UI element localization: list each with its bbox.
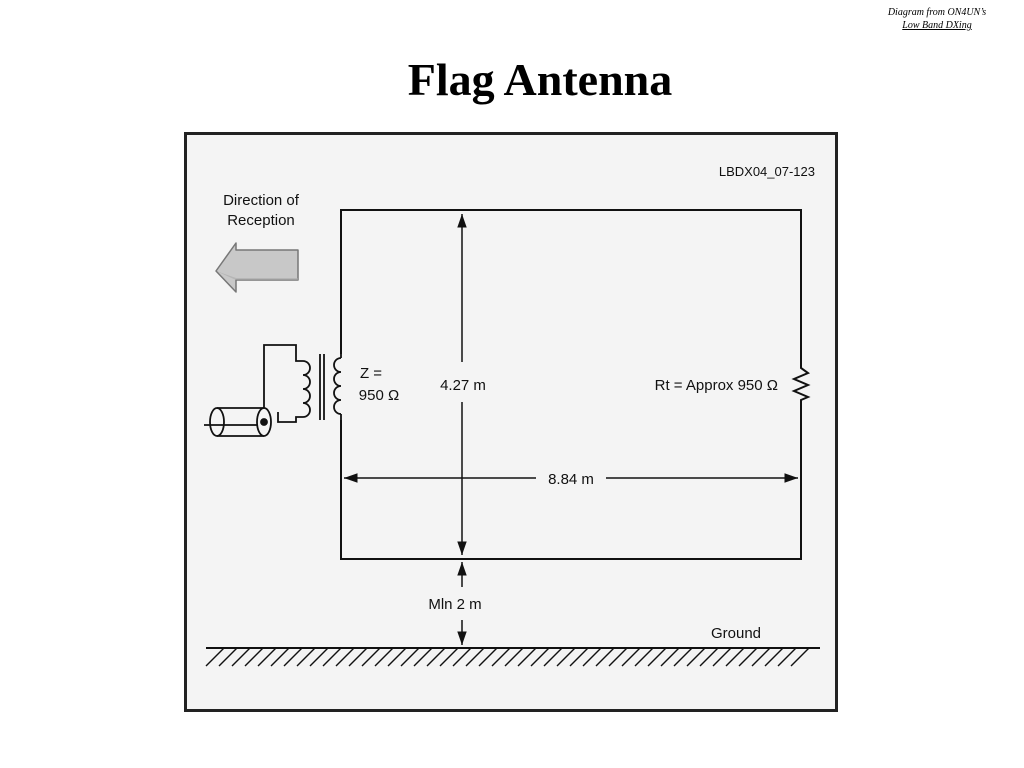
ground-hatch-mark bbox=[465, 647, 485, 667]
ground-hatch-mark bbox=[335, 647, 355, 667]
figure-id: LBDX04_07-123 bbox=[719, 164, 815, 179]
ground-hatch-mark bbox=[738, 647, 758, 667]
ground-hatch-mark bbox=[699, 647, 719, 667]
termination-resistor-icon bbox=[791, 364, 811, 404]
feed-transformer-icon bbox=[263, 344, 342, 423]
ground-hatch-mark bbox=[231, 647, 251, 667]
impedance-label-line-2: 950 Ω bbox=[359, 387, 399, 404]
ground-hatch-mark bbox=[452, 647, 472, 667]
direction-label-line-1: Direction of bbox=[223, 192, 300, 209]
ground-hatch-mark bbox=[413, 647, 433, 667]
ground-hatch-mark bbox=[621, 647, 641, 667]
ground-hatch-mark bbox=[270, 647, 290, 667]
ground-hatch-mark bbox=[504, 647, 524, 667]
flag-antenna-diagram: LBDX04_07-123 Direction of Reception Rt … bbox=[184, 132, 838, 712]
coax-cable-icon bbox=[204, 407, 272, 437]
ground-hatch-mark bbox=[777, 647, 797, 667]
ground-hatch-mark bbox=[283, 647, 303, 667]
ground-hatch-mark bbox=[790, 647, 810, 667]
ground-hatch-mark bbox=[751, 647, 771, 667]
height-label: 4.27 m bbox=[440, 377, 486, 394]
ground-hatch-mark bbox=[673, 647, 693, 667]
ground-hatch-mark bbox=[712, 647, 732, 667]
ground-hatch-mark bbox=[725, 647, 745, 667]
ground-hatch-mark bbox=[322, 647, 342, 667]
ground-hatch-mark bbox=[296, 647, 316, 667]
ground-hatch-mark bbox=[309, 647, 329, 667]
ground-hatch-mark bbox=[660, 647, 680, 667]
ground-hatch-mark bbox=[374, 647, 394, 667]
ground-hatch-mark bbox=[205, 647, 225, 667]
diagram-credit: Diagram from ON4UN’s Low Band DXing bbox=[862, 6, 1012, 32]
ground-hatch-mark bbox=[556, 647, 576, 667]
direction-label-line-2: Reception bbox=[227, 212, 295, 229]
ground-hatch-mark bbox=[569, 647, 589, 667]
width-label: 8.84 m bbox=[548, 471, 594, 488]
ground-hatch-mark bbox=[647, 647, 667, 667]
termination-label: Rt = Approx 950 Ω bbox=[655, 377, 778, 394]
impedance-label-line-1: Z = bbox=[360, 365, 382, 382]
ground-hatch-mark bbox=[595, 647, 615, 667]
ground-hatch-mark bbox=[491, 647, 511, 667]
ground-hatching bbox=[205, 647, 810, 667]
ground-hatch-mark bbox=[517, 647, 537, 667]
ground-hatch-mark bbox=[608, 647, 628, 667]
credit-line-1: Diagram from ON4UN’s bbox=[887, 7, 987, 18]
ground-label: Ground bbox=[711, 625, 761, 642]
ground-hatch-mark bbox=[530, 647, 550, 667]
ground-hatch-mark bbox=[244, 647, 264, 667]
ground-hatch-mark bbox=[543, 647, 563, 667]
ground-hatch-mark bbox=[400, 647, 420, 667]
ground-hatch-mark bbox=[582, 647, 602, 667]
ground-hatch-mark bbox=[361, 647, 381, 667]
clearance-label: Mln 2 m bbox=[428, 596, 481, 613]
ground-hatch-mark bbox=[478, 647, 498, 667]
ground-hatch-mark bbox=[764, 647, 784, 667]
ground-hatch-mark bbox=[218, 647, 238, 667]
page-title: Flag Antenna bbox=[407, 54, 673, 105]
ground-hatch-mark bbox=[426, 647, 446, 667]
credit-line-2: Low Band DXing bbox=[902, 20, 972, 31]
ground-hatch-mark bbox=[348, 647, 368, 667]
ground-hatch-mark bbox=[439, 647, 459, 667]
ground-hatch-mark bbox=[634, 647, 654, 667]
ground-hatch-mark bbox=[387, 647, 407, 667]
ground-hatch-mark bbox=[686, 647, 706, 667]
ground-hatch-mark bbox=[257, 647, 277, 667]
